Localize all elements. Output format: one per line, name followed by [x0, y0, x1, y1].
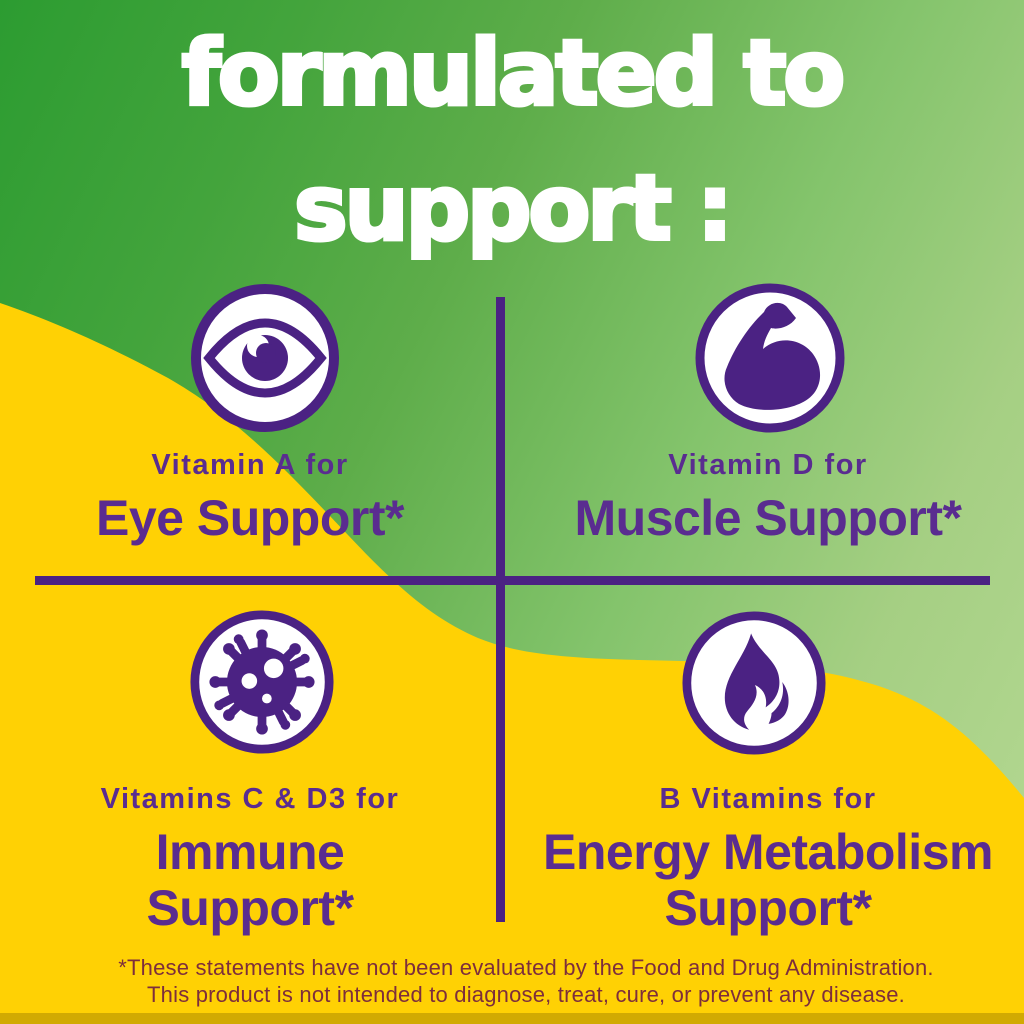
quadrant-eye-support: Vitamin A for Eye Support* [0, 446, 500, 546]
page-title-line2: support : [292, 154, 735, 263]
muscle-support-heading: Muscle Support* [574, 490, 962, 546]
virus-icon [190, 610, 334, 754]
quadrant-immune-support: Vitamins C & D3 for Immune Support* [0, 780, 500, 936]
immune-support-heading-line2: Support* [146, 880, 354, 936]
bottom-edge-shadow [0, 1013, 1024, 1024]
muscle-support-subtitle: Vitamin D for [668, 449, 868, 481]
immune-support-heading-line1: Immune [155, 824, 345, 880]
immune-support-subtitle: Vitamins C & D3 for [100, 783, 400, 815]
page-title: formulated to support : [0, 6, 1024, 276]
fda-disclaimer-line2: This product is not intended to diagnose… [147, 982, 905, 1007]
eye-support-heading: Eye Support* [96, 490, 404, 546]
fda-disclaimer-line1: *These statements have not been evaluate… [118, 955, 934, 980]
flame-icon [682, 611, 826, 755]
muscle-icon [695, 283, 845, 433]
eye-icon [191, 284, 339, 432]
energy-support-heading-line2: Support* [664, 880, 872, 936]
divider-vertical [496, 297, 505, 922]
page-title-line1: formulated to [180, 19, 847, 128]
quadrant-muscle-support: Vitamin D for Muscle Support* [512, 446, 1024, 546]
quadrant-energy-support: B Vitamins for Energy Metabolism Support… [512, 780, 1024, 936]
energy-support-heading-line1: Energy Metabolism [543, 824, 993, 880]
fda-disclaimer: *These statements have not been evaluate… [0, 954, 1024, 1008]
eye-support-subtitle: Vitamin A for [151, 449, 349, 481]
energy-support-subtitle: B Vitamins for [659, 783, 877, 815]
divider-horizontal [35, 576, 990, 585]
